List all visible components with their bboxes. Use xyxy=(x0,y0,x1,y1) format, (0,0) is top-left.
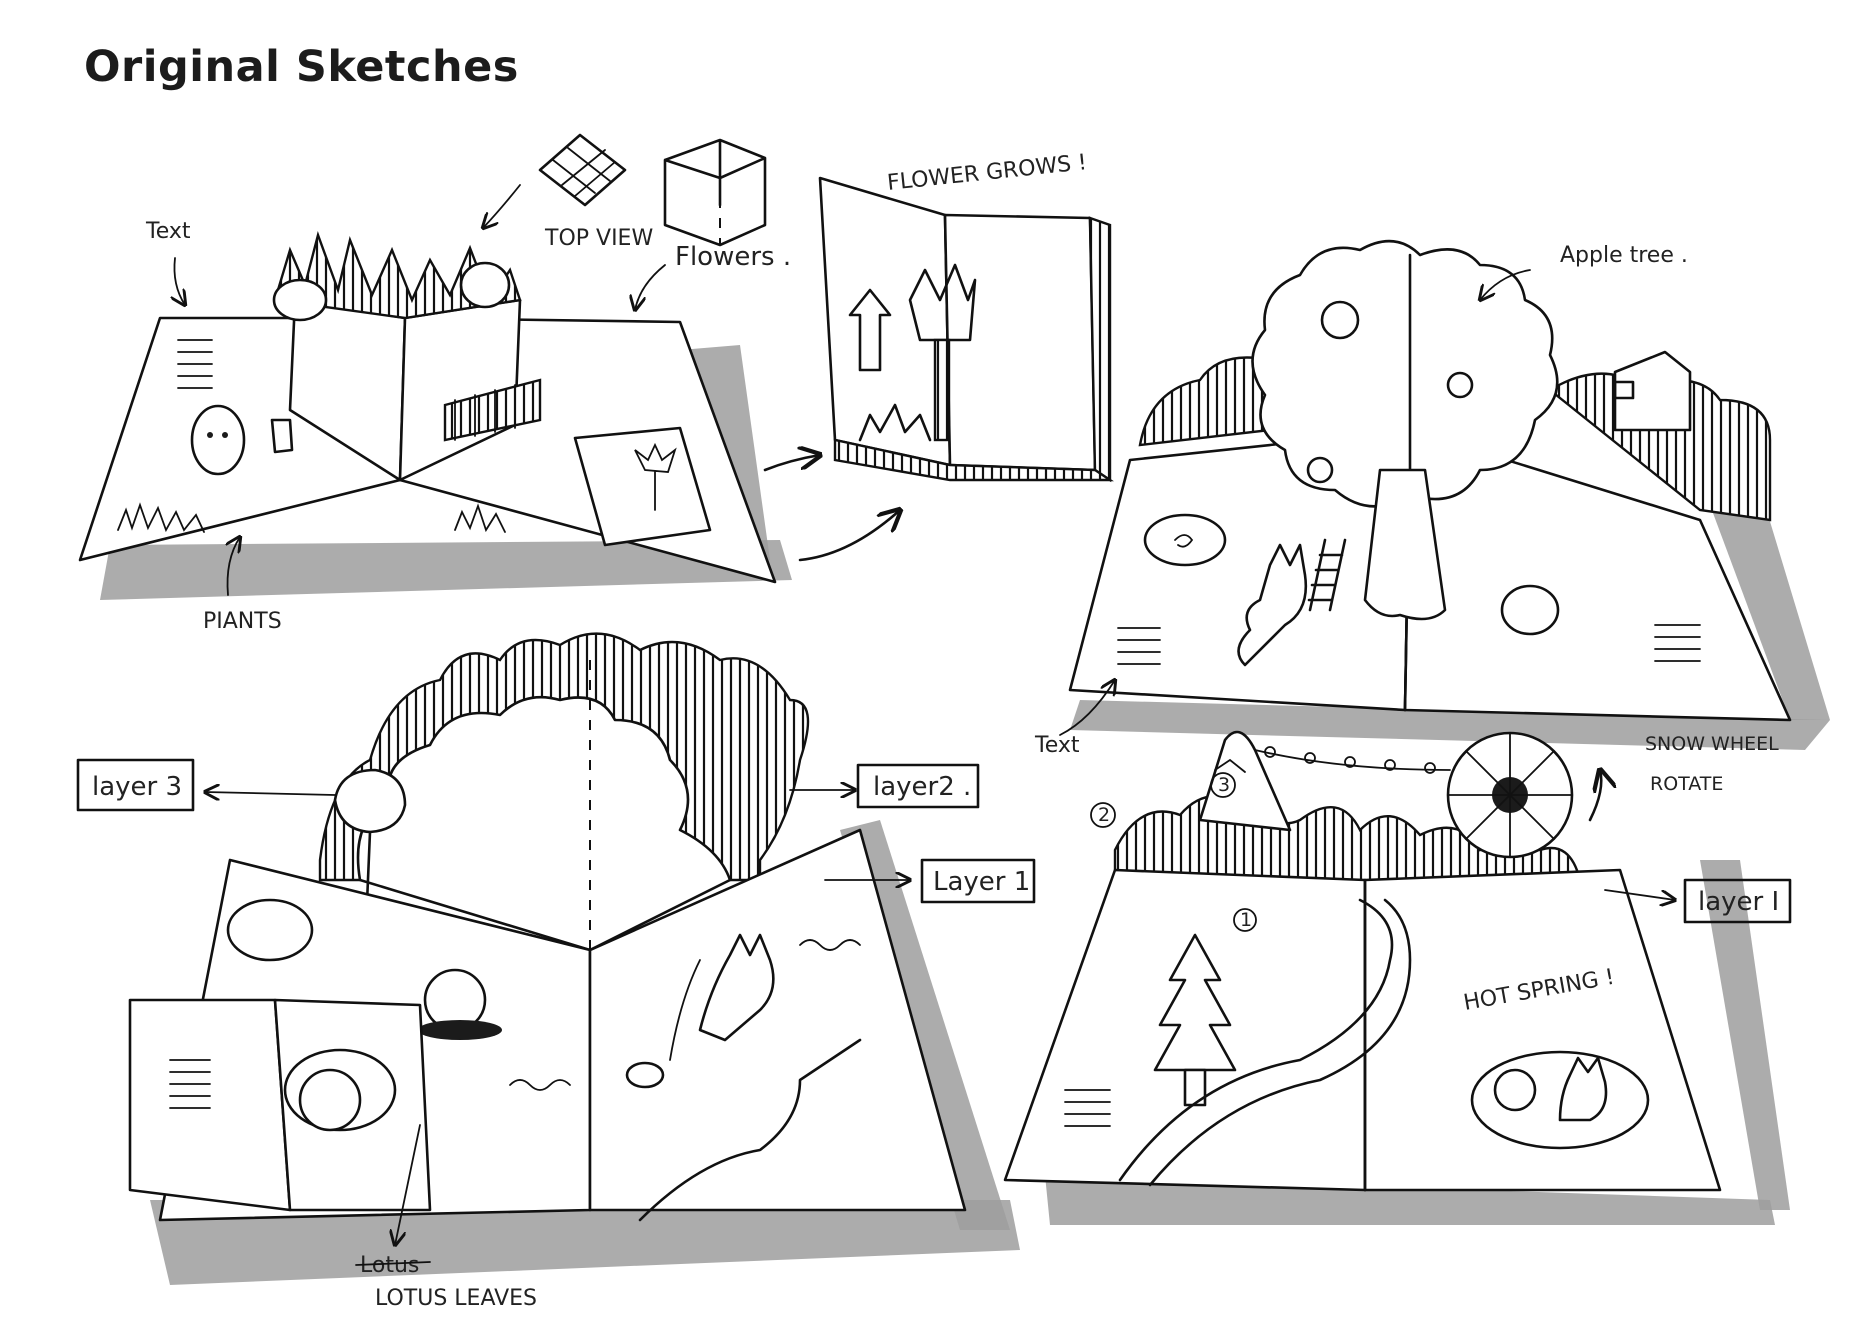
label-flower-grows: FLOWER GROWS ! xyxy=(886,150,1088,196)
label-num-1: 1 xyxy=(1240,909,1252,931)
label-rotate: ROTATE xyxy=(1650,773,1723,795)
label-flowers: Flowers . xyxy=(675,242,791,272)
label-apple-tree: Apple tree . xyxy=(1560,243,1688,268)
top-view-grid xyxy=(538,133,627,207)
sketch-flower-popup xyxy=(78,133,1114,600)
sketch-snow-mountain xyxy=(1003,730,1792,1225)
label-layer-1-left: Layer 1 xyxy=(933,867,1030,897)
label-top-view: TOP VIEW xyxy=(544,226,653,251)
label-layer-3: layer 3 xyxy=(92,772,182,802)
label-text-right: Text xyxy=(1034,733,1080,758)
label-text-top-left: Text xyxy=(145,219,191,244)
label-layer-2: layer2 . xyxy=(873,772,971,802)
sketch-forest-layers xyxy=(76,632,1036,1285)
sketch-apple-tree xyxy=(1059,239,1830,750)
label-snow-wheel: SNOW WHEEL xyxy=(1645,733,1779,755)
label-plants: PIANTS xyxy=(203,609,282,634)
cube-sketch xyxy=(663,138,767,247)
label-lotus-leaves: LOTUS LEAVES xyxy=(375,1286,537,1311)
label-lotus-struck-text: Lotus xyxy=(360,1253,419,1278)
page-title: Original Sketches xyxy=(84,42,519,92)
label-num-2: 2 xyxy=(1098,804,1110,826)
label-num-3: 3 xyxy=(1218,774,1230,796)
label-lotus-struck: Lotus xyxy=(355,1253,431,1278)
label-layer-1-right: layer I xyxy=(1698,887,1779,917)
